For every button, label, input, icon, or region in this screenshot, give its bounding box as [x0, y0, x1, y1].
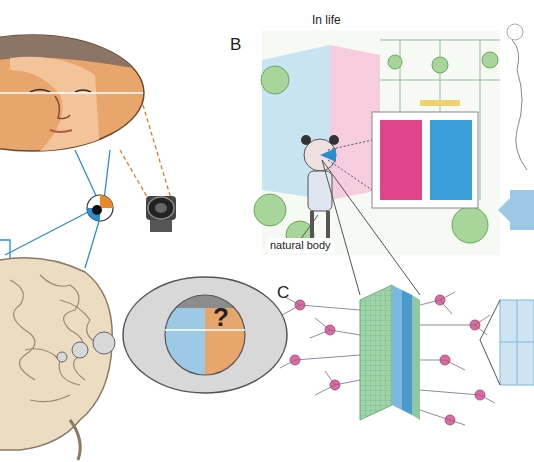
panel-letter: B: [230, 36, 241, 53]
camera-lens: [146, 196, 176, 232]
question-mark: ?: [213, 304, 229, 330]
brain: [0, 258, 112, 460]
eye-symbol: [87, 195, 113, 221]
sight-lines: [0, 105, 172, 268]
panel-letter: C: [277, 284, 289, 301]
neural-network: [280, 285, 534, 425]
panel-title: In life: [312, 14, 341, 26]
thought-bubble: [57, 277, 287, 393]
callout-label: natural body: [266, 238, 335, 253]
scene-panel: [254, 30, 500, 295]
face-ellipse: [0, 35, 145, 151]
edge-figures: [498, 24, 534, 230]
